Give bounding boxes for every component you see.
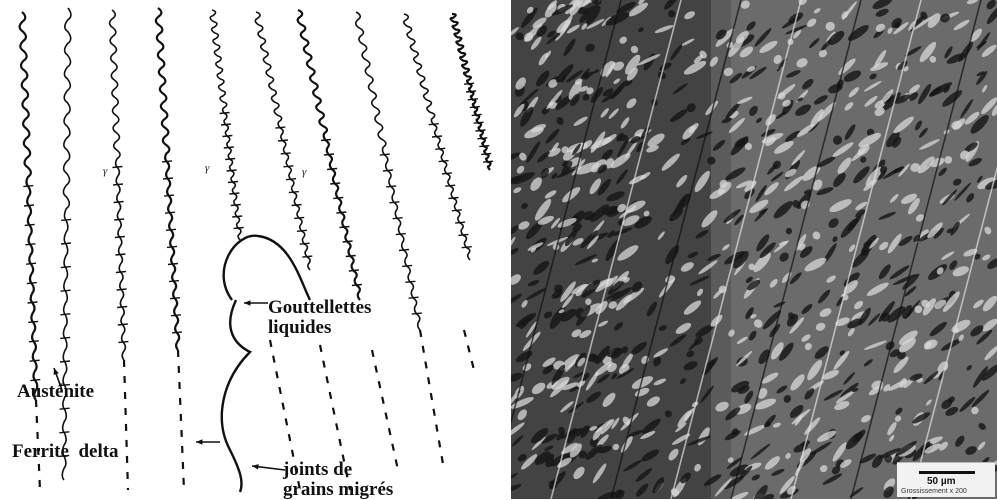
micrograph-texture	[511, 0, 997, 499]
residual-ferrite-line	[372, 350, 398, 470]
gamma-label-3: γ	[302, 166, 306, 178]
dendrite-arm	[20, 12, 41, 400]
gamma-label-2: γ	[205, 162, 209, 174]
gamma-label-1: γ	[103, 165, 107, 177]
residual-ferrite-line	[124, 360, 128, 490]
residual-ferrite-line	[420, 330, 444, 470]
scale-bar-line	[919, 471, 975, 474]
migrated-grain-boundaries-label-line-2: grains migrés	[283, 480, 393, 500]
ferrite-delta-label: Ferrite delta	[12, 442, 119, 462]
residual-ferrite-line	[464, 330, 474, 370]
dendrite-arm	[404, 14, 472, 260]
dendrite-arm	[356, 12, 422, 330]
micrograph: 50 µm Grossissement x 200	[511, 0, 997, 499]
magnification-caption: Grossissement x 200	[901, 488, 967, 495]
austenite-label: Austénite	[17, 382, 94, 402]
scale-bar: 50 µm Grossissement x 200	[897, 462, 995, 497]
dendrite-arm	[451, 14, 493, 170]
dendrite-arm	[156, 8, 182, 350]
dendrite-arm	[59, 8, 71, 480]
boundary-arrow	[252, 464, 285, 470]
dendrite-arm	[210, 10, 243, 240]
residual-ferrite-line	[178, 350, 184, 490]
liquid-droplets-label-line-2: liquides	[268, 318, 371, 338]
migrated-grain-boundaries-label-line-1: joints de	[283, 460, 393, 480]
dendrite-arm	[110, 10, 129, 360]
scale-bar-label: 50 µm	[927, 476, 956, 487]
dendrite-drawing	[0, 0, 500, 499]
droplets-arrow	[244, 300, 268, 305]
grain-boundary	[222, 300, 250, 492]
liquid-droplets-label-line-1: Gouttellettes	[268, 298, 371, 318]
ferrite-arrow	[196, 439, 220, 444]
grain-boundary	[224, 236, 310, 300]
